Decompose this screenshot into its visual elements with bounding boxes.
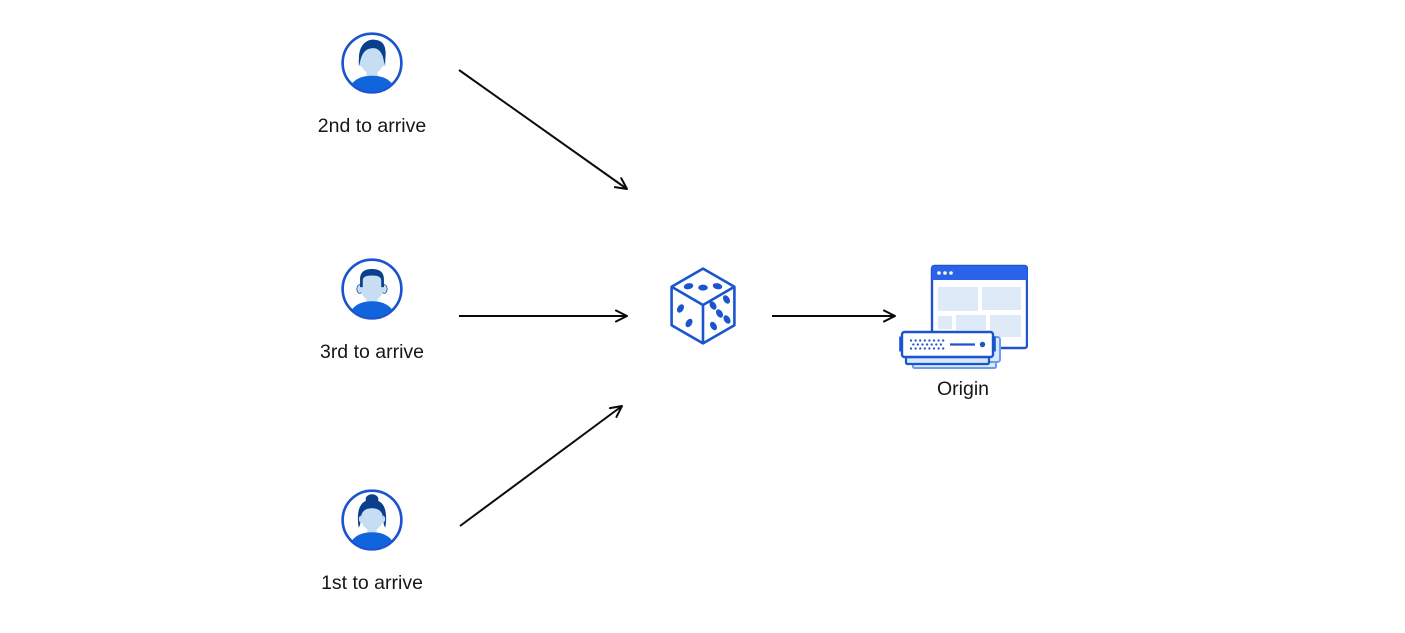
arrow-client-1st-to-selector — [459, 405, 623, 527]
client-label-2nd: 2nd to arrive — [317, 115, 427, 137]
user-avatar-man-icon — [341, 32, 403, 94]
user-avatar-woman-icon — [341, 489, 403, 551]
origin-label: Origin — [936, 378, 990, 400]
user-avatar-man2-icon — [341, 258, 403, 320]
browser-window-icon — [930, 264, 1028, 350]
origin-node: Origin — [898, 262, 1028, 401]
arrow-client-2nd-to-selector — [458, 69, 628, 190]
client-node-1st: 1st to arrive — [290, 488, 454, 595]
origin-server-icon — [899, 264, 1028, 369]
client-node-3rd: 3rd to arrive — [290, 257, 454, 364]
dice-icon — [670, 267, 736, 345]
selector-node — [668, 266, 738, 348]
client-label-1st: 1st to arrive — [321, 572, 423, 594]
client-node-2nd: 2nd to arrive — [290, 31, 454, 138]
server-icon — [899, 330, 1001, 369]
client-label-3rd: 3rd to arrive — [319, 341, 425, 363]
